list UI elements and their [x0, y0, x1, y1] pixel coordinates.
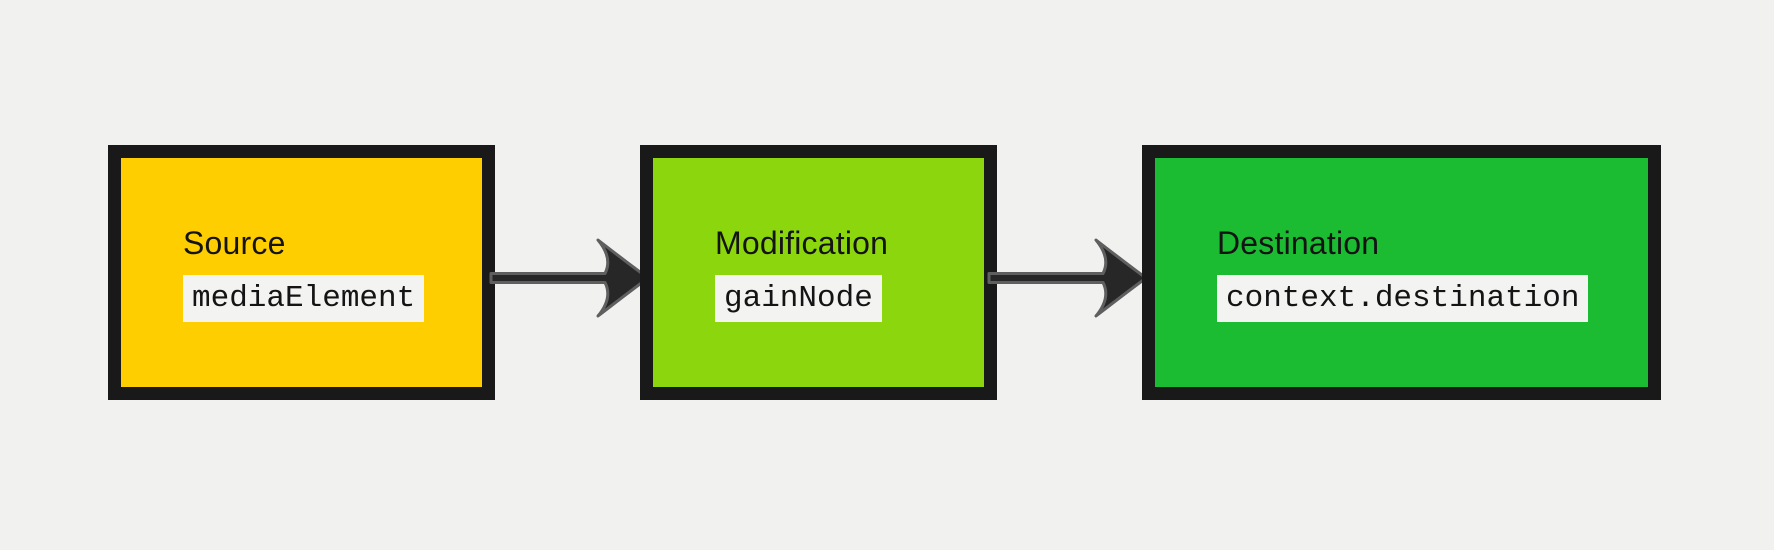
- node-source-label: Source: [183, 225, 286, 261]
- node-destination-code-chip: context.destination: [1217, 275, 1589, 322]
- node-source-code-chip: mediaElement: [183, 275, 425, 322]
- node-destination: Destination context.destination: [1142, 145, 1661, 400]
- node-modification: Modification gainNode: [640, 145, 997, 400]
- arrow-shape: [987, 238, 1148, 318]
- arrow-shape: [489, 238, 650, 318]
- node-modification-code-chip: gainNode: [715, 275, 882, 322]
- arrow-modification-to-destination-icon: [987, 238, 1148, 318]
- arrow-source-to-modification-icon: [489, 238, 650, 318]
- node-source: Source mediaElement: [108, 145, 495, 400]
- node-modification-label: Modification: [715, 225, 889, 261]
- node-destination-label: Destination: [1217, 225, 1380, 261]
